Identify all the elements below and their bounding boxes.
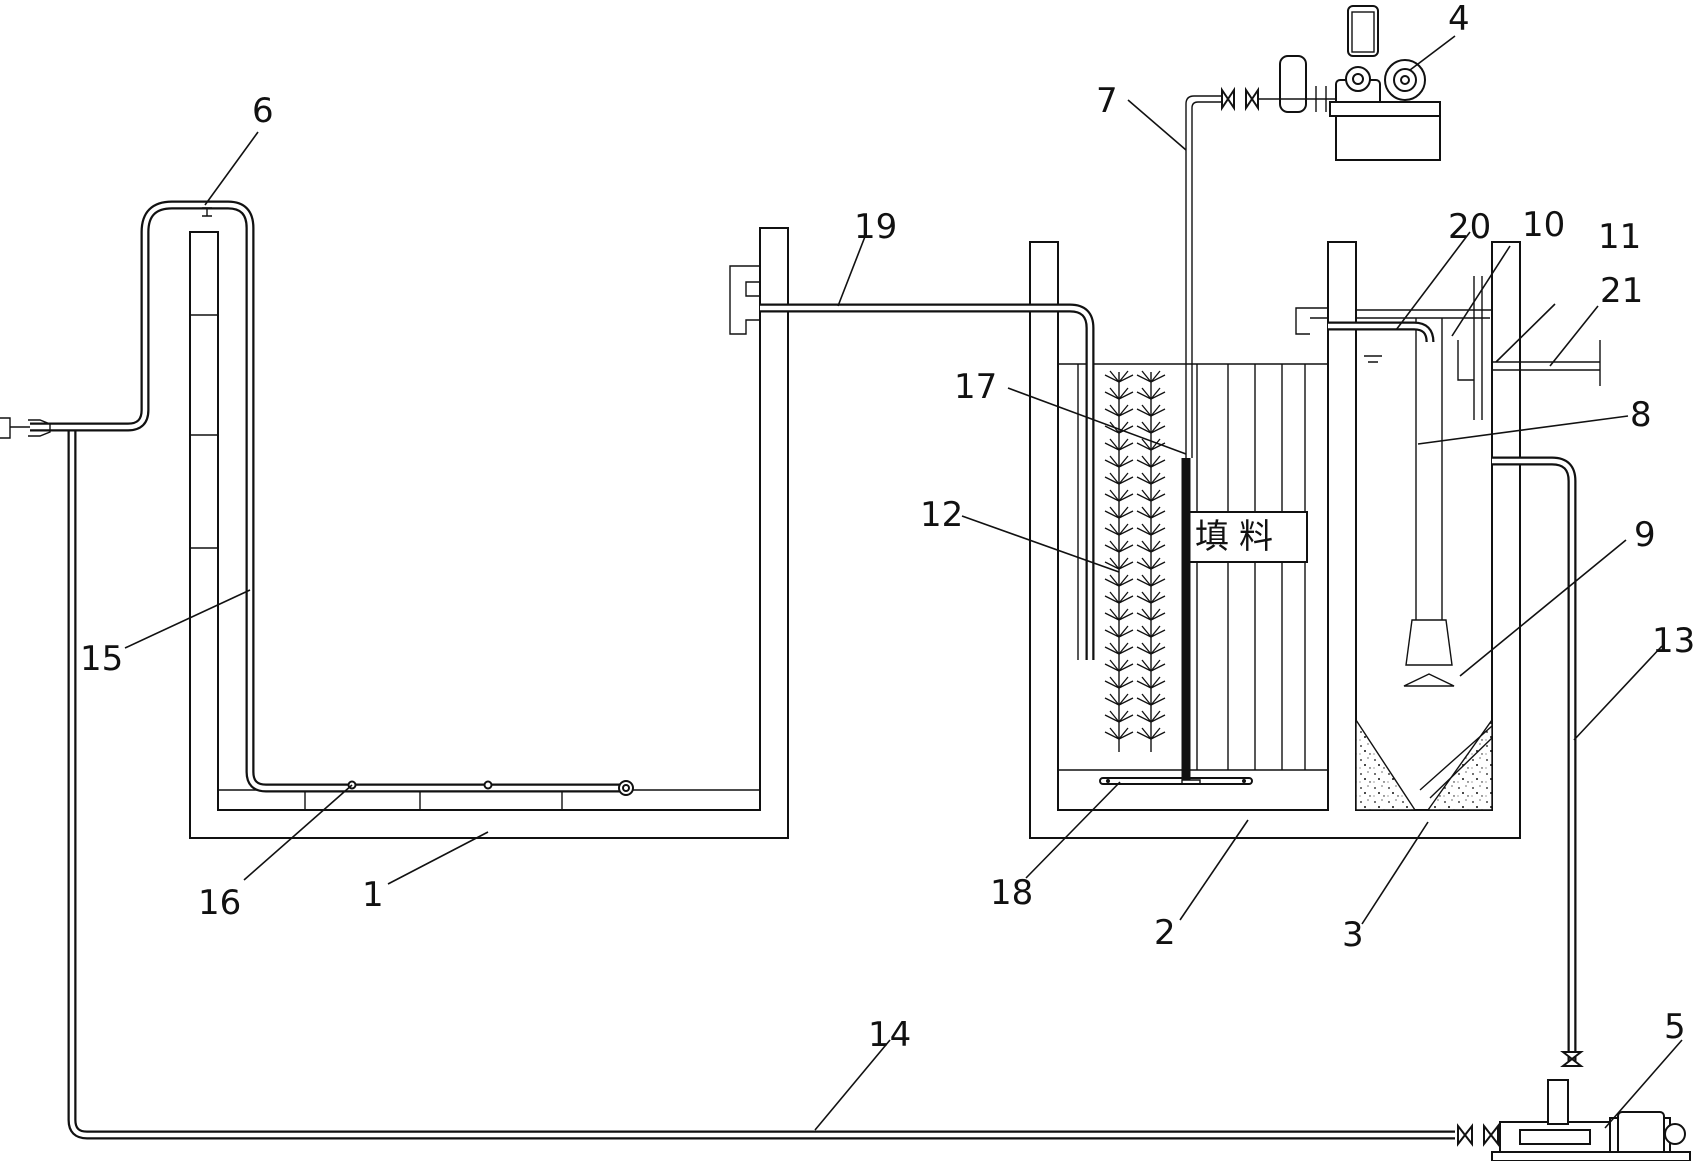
aeration-diffuser [1099, 777, 1253, 785]
label-12: 12 [920, 495, 963, 535]
label-20: 20 [1448, 207, 1491, 247]
pump-5 [1491, 1079, 1691, 1161]
label-15: 15 [80, 639, 123, 679]
blower-4 [1258, 5, 1441, 161]
tank-1 [189, 227, 789, 839]
brush-filler [1104, 370, 1166, 752]
label-14: 14 [868, 1015, 911, 1055]
label-7: 7 [1096, 81, 1118, 121]
label-19: 19 [854, 207, 897, 247]
label-16: 16 [198, 883, 241, 923]
label-17: 17 [954, 367, 997, 407]
label-9: 9 [1634, 515, 1656, 555]
tank-2: 填料 [1029, 241, 1521, 839]
label-5: 5 [1664, 1007, 1686, 1047]
label-2: 2 [1154, 913, 1176, 953]
label-11: 11 [1598, 217, 1641, 257]
label-3: 3 [1342, 915, 1364, 955]
label-10: 10 [1522, 205, 1565, 245]
label-21: 21 [1600, 271, 1643, 311]
label-13: 13 [1652, 621, 1695, 661]
label-1: 1 [362, 875, 384, 915]
filler-label: 填料 [1195, 517, 1283, 557]
valves [1221, 86, 1584, 1147]
tank-3 [1355, 276, 1493, 811]
label-4: 4 [1448, 0, 1470, 39]
label-18: 18 [990, 873, 1033, 913]
leader-lines [124, 35, 1683, 1131]
label-6: 6 [252, 91, 274, 131]
number-labels: 6 7 4 19 20 10 11 21 8 9 17 12 13 15 16 … [80, 0, 1695, 1055]
label-8: 8 [1630, 395, 1652, 435]
